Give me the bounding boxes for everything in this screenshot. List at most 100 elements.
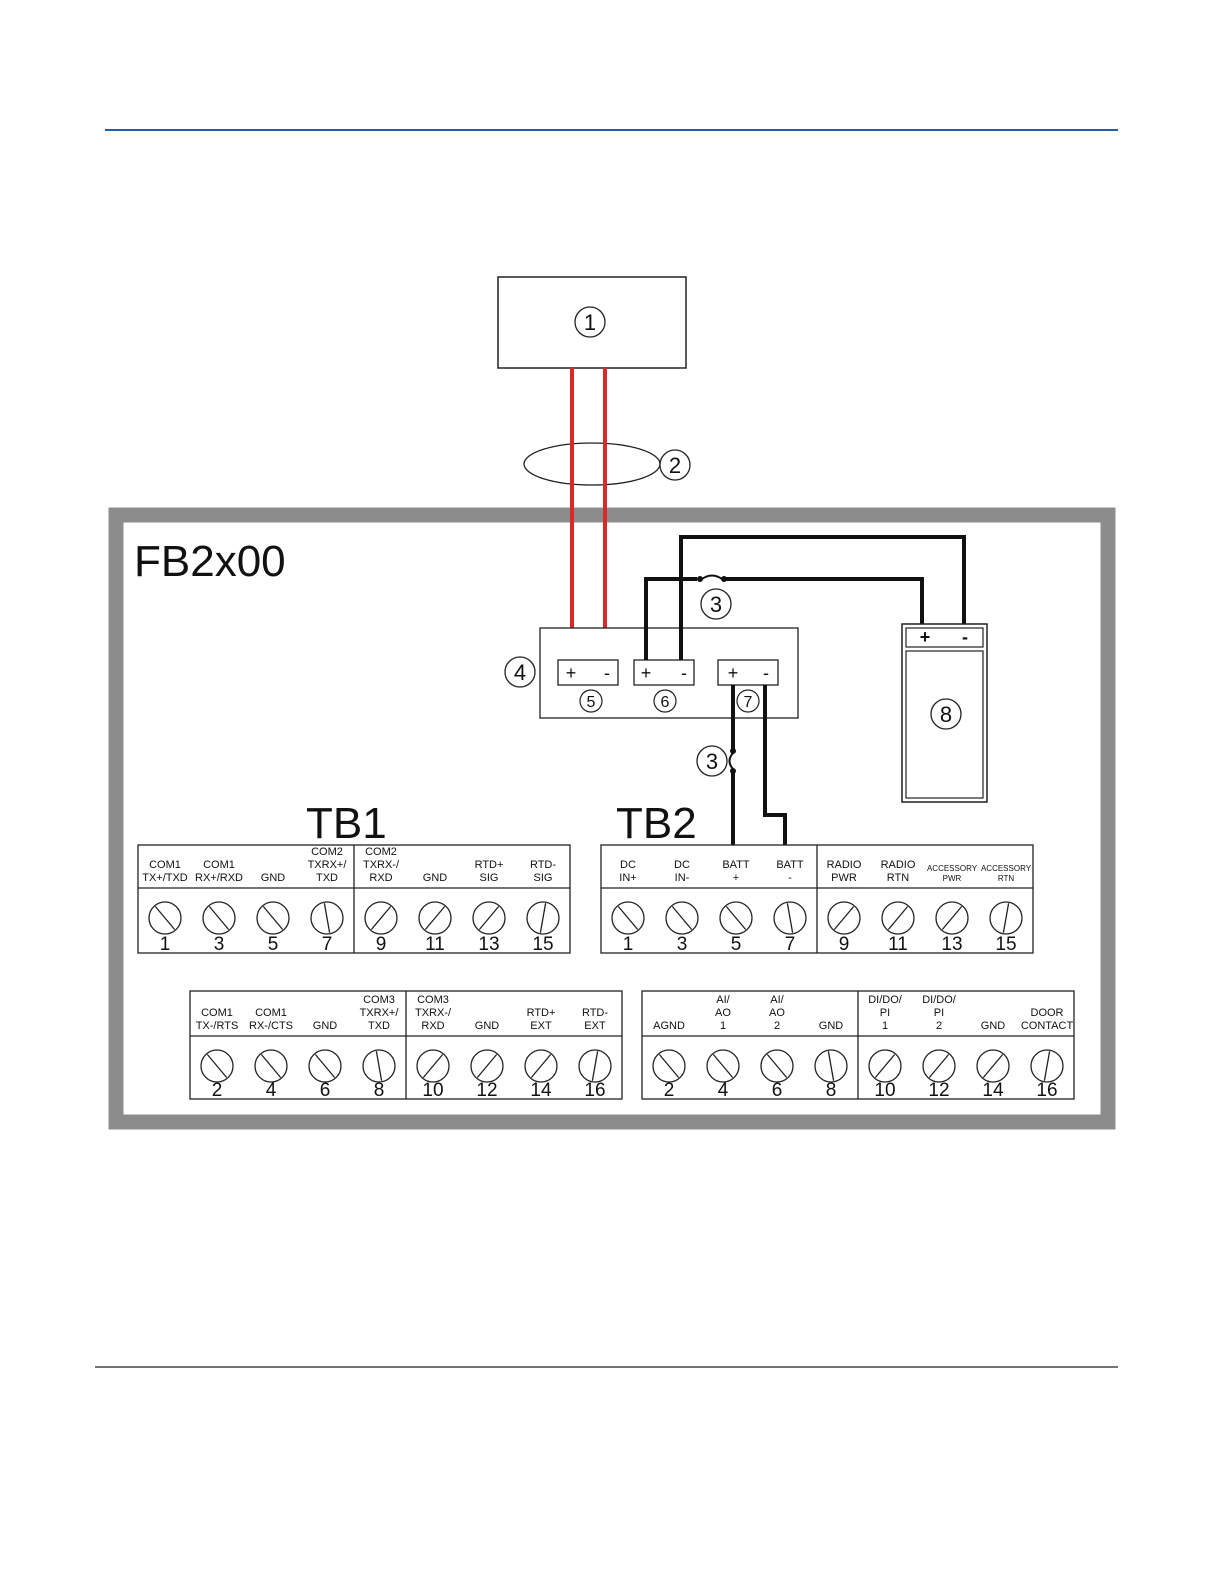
screw-slot <box>827 1051 835 1081</box>
terminal-number: 12 <box>928 1080 949 1101</box>
terminal-label: GND <box>423 872 448 884</box>
screw-slot <box>370 906 392 930</box>
screw-slot <box>530 1054 552 1078</box>
screw-slot <box>591 1051 599 1081</box>
terminal-label: TXRX-/ <box>363 859 400 871</box>
terminal-label: 2 <box>936 1020 942 1032</box>
terminal-label: DI/DO/ <box>922 994 957 1006</box>
tb2-even-terminal-block: AGND2AI/AO14AI/AO26GND8DI/DO/PI110DI/DO/… <box>641 990 1075 1101</box>
port-5-minus: - <box>604 663 610 683</box>
terminal-number: 11 <box>425 934 445 955</box>
screw-slot <box>941 906 963 930</box>
terminal-number: 4 <box>266 1080 277 1101</box>
terminal-number: 16 <box>1036 1080 1057 1101</box>
terminal-label: SIG <box>480 872 499 884</box>
callout-6-text: 6 <box>661 694 670 711</box>
terminal-number: 12 <box>476 1080 497 1101</box>
screw-slot <box>658 1054 680 1078</box>
port-6-plus: + <box>641 663 652 683</box>
port-7-plus: + <box>728 663 739 683</box>
screw-slot <box>375 1051 383 1081</box>
screw-slot <box>422 1054 444 1078</box>
callout-3-lower: 3 <box>696 745 728 777</box>
tb2-odd-terminal-block: DCIN+1DCIN-3BATT+5BATT-7RADIOPWR9RADIORT… <box>600 844 1034 955</box>
terminal-label: - <box>788 872 792 884</box>
terminal-label: PWR <box>943 874 962 883</box>
callout-8-text: 8 <box>940 702 952 727</box>
terminal-label: GND <box>475 1020 500 1032</box>
terminal-number: 15 <box>995 934 1016 955</box>
callout-1-text: 1 <box>584 310 596 335</box>
screw-slot <box>323 903 331 933</box>
terminal-label: 1 <box>882 1020 888 1032</box>
callout-4-text: 4 <box>514 660 526 685</box>
terminal-label: TXRX+/ <box>308 859 348 871</box>
port-6: + - <box>633 659 695 686</box>
terminal-number: 5 <box>731 934 742 955</box>
terminal-label: ACCESSORY <box>927 864 978 873</box>
screw-slot <box>262 906 284 930</box>
battery-wire-positive-return <box>724 577 924 624</box>
screw-slot <box>887 906 909 930</box>
terminal-label: GND <box>819 1020 844 1032</box>
battery-wire-negative <box>679 535 966 660</box>
terminal-number: 15 <box>532 934 553 955</box>
terminal-number: 1 <box>160 934 171 955</box>
screw-slot <box>833 906 855 930</box>
callout-7: 7 <box>736 689 760 713</box>
screw-slot <box>1002 903 1010 933</box>
screw-slot <box>725 906 747 930</box>
terminal-label: DOOR <box>1031 1007 1064 1019</box>
screw-slot <box>314 1054 336 1078</box>
callout-2: 2 <box>659 449 691 481</box>
battery-plus: + <box>920 627 931 647</box>
terminal-label: ACCESSORY <box>981 864 1032 873</box>
terminal-number: 10 <box>874 1080 895 1101</box>
terminal-number: 13 <box>478 934 499 955</box>
terminal-number: 16 <box>584 1080 605 1101</box>
battery-wire-positive <box>644 577 697 660</box>
screw-slot <box>786 903 794 933</box>
terminal-number: 10 <box>422 1080 443 1101</box>
terminal-label: RX+/RXD <box>195 872 243 884</box>
fuse-lower <box>728 752 734 770</box>
terminal-label: 1 <box>720 1020 726 1032</box>
callout-5-text: 5 <box>587 694 596 711</box>
callout-5: 5 <box>579 689 603 713</box>
tb1-odd-terminal-block: COM1TX+/TXD1COM1RX+/RXD3GND5COM2TXRX+/TX… <box>137 844 571 955</box>
callout-6: 6 <box>653 689 677 713</box>
terminal-label: RTD- <box>530 859 556 871</box>
screw-slot <box>928 1054 950 1078</box>
terminal-label: COM1 <box>149 859 181 871</box>
terminal-number: 9 <box>839 934 850 955</box>
terminal-number: 1 <box>623 934 634 955</box>
screw-slot <box>424 906 446 930</box>
terminal-number: 7 <box>322 934 333 955</box>
screw-slot <box>539 903 547 933</box>
terminal-label: BATT <box>722 859 750 871</box>
terminal-label: COM3 <box>363 994 395 1006</box>
terminal-label: RTD- <box>582 1007 608 1019</box>
terminal-label: RTN <box>998 874 1015 883</box>
screw-slot <box>154 906 176 930</box>
terminal-label: EXT <box>584 1020 606 1032</box>
tb1-title: TB1 <box>306 799 387 848</box>
port-6-minus: - <box>681 663 687 683</box>
screw-slot <box>617 906 639 930</box>
terminal-label: GND <box>981 1020 1006 1032</box>
terminal-number: 13 <box>941 934 962 955</box>
terminal-label: RXD <box>421 1020 444 1032</box>
cable-bundle-ellipse <box>523 442 661 486</box>
screw-slot <box>260 1054 282 1078</box>
terminal-label: BATT <box>776 859 804 871</box>
terminal-label: RXD <box>369 872 392 884</box>
fuse-upper-contact-a <box>697 576 703 582</box>
terminal-label: COM1 <box>201 1007 233 1019</box>
terminal-label: AI/ <box>716 994 730 1006</box>
enclosure-title: FB2x00 <box>134 537 286 586</box>
terminal-number: 14 <box>982 1080 1004 1101</box>
screw-slot <box>982 1054 1004 1078</box>
screw-slot <box>766 1054 788 1078</box>
port-7: + - <box>717 659 779 686</box>
